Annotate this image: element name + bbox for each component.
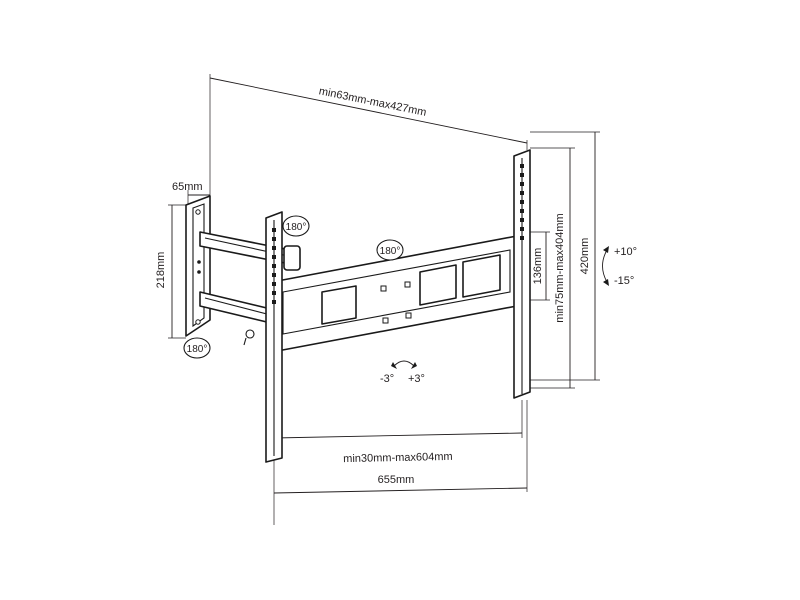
rail-hole (520, 236, 524, 240)
rail-hole (520, 164, 524, 168)
rail-hole (272, 282, 276, 286)
depth-range-label: min63mm-max427mm (318, 85, 428, 119)
tilt-up-label: +10° (614, 246, 637, 258)
level-arrow-icon (391, 360, 417, 369)
vesa-height-label: min75mm-max404mm (554, 213, 566, 322)
rail-hole (520, 173, 524, 177)
rail-hole (520, 209, 524, 213)
arm-rotation-label: 180° (380, 246, 401, 257)
vesa-width-label: min30mm-max604mm (343, 451, 453, 465)
rail-hole (272, 237, 276, 241)
rail-hole (272, 264, 276, 268)
dimension-lines (168, 74, 600, 525)
rail-hole (520, 182, 524, 186)
total-width-label: 655mm (378, 474, 415, 486)
rail-hole (520, 227, 524, 231)
rail-height-label: 136mm (532, 248, 544, 285)
rail-hole (272, 273, 276, 277)
plate-depth-label: 65mm (172, 181, 203, 193)
wall-joint-rotation-label: 180° (187, 344, 208, 355)
rail-hole (272, 300, 276, 304)
upper-joint-rotation-label: 180° (286, 222, 307, 233)
tv-bracket-frame (265, 149, 531, 463)
bracket-height-label: 420mm (579, 238, 591, 275)
rail-hole (520, 218, 524, 222)
rail-hole (272, 255, 276, 259)
level-minus-label: -3° (380, 373, 394, 385)
rail-hole (272, 246, 276, 250)
level-plus-label: +3° (408, 373, 425, 385)
plate-height-label: 218mm (155, 252, 167, 289)
rail-hole (520, 200, 524, 204)
rotation-badges (183, 215, 404, 359)
rail-hole (520, 191, 524, 195)
tilt-arrow-icon (602, 246, 609, 286)
rail-hole (272, 228, 276, 232)
rail-holes (272, 164, 524, 304)
tilt-down-label: -15° (614, 275, 634, 287)
rail-hole (272, 291, 276, 295)
wall-plate (185, 195, 211, 337)
